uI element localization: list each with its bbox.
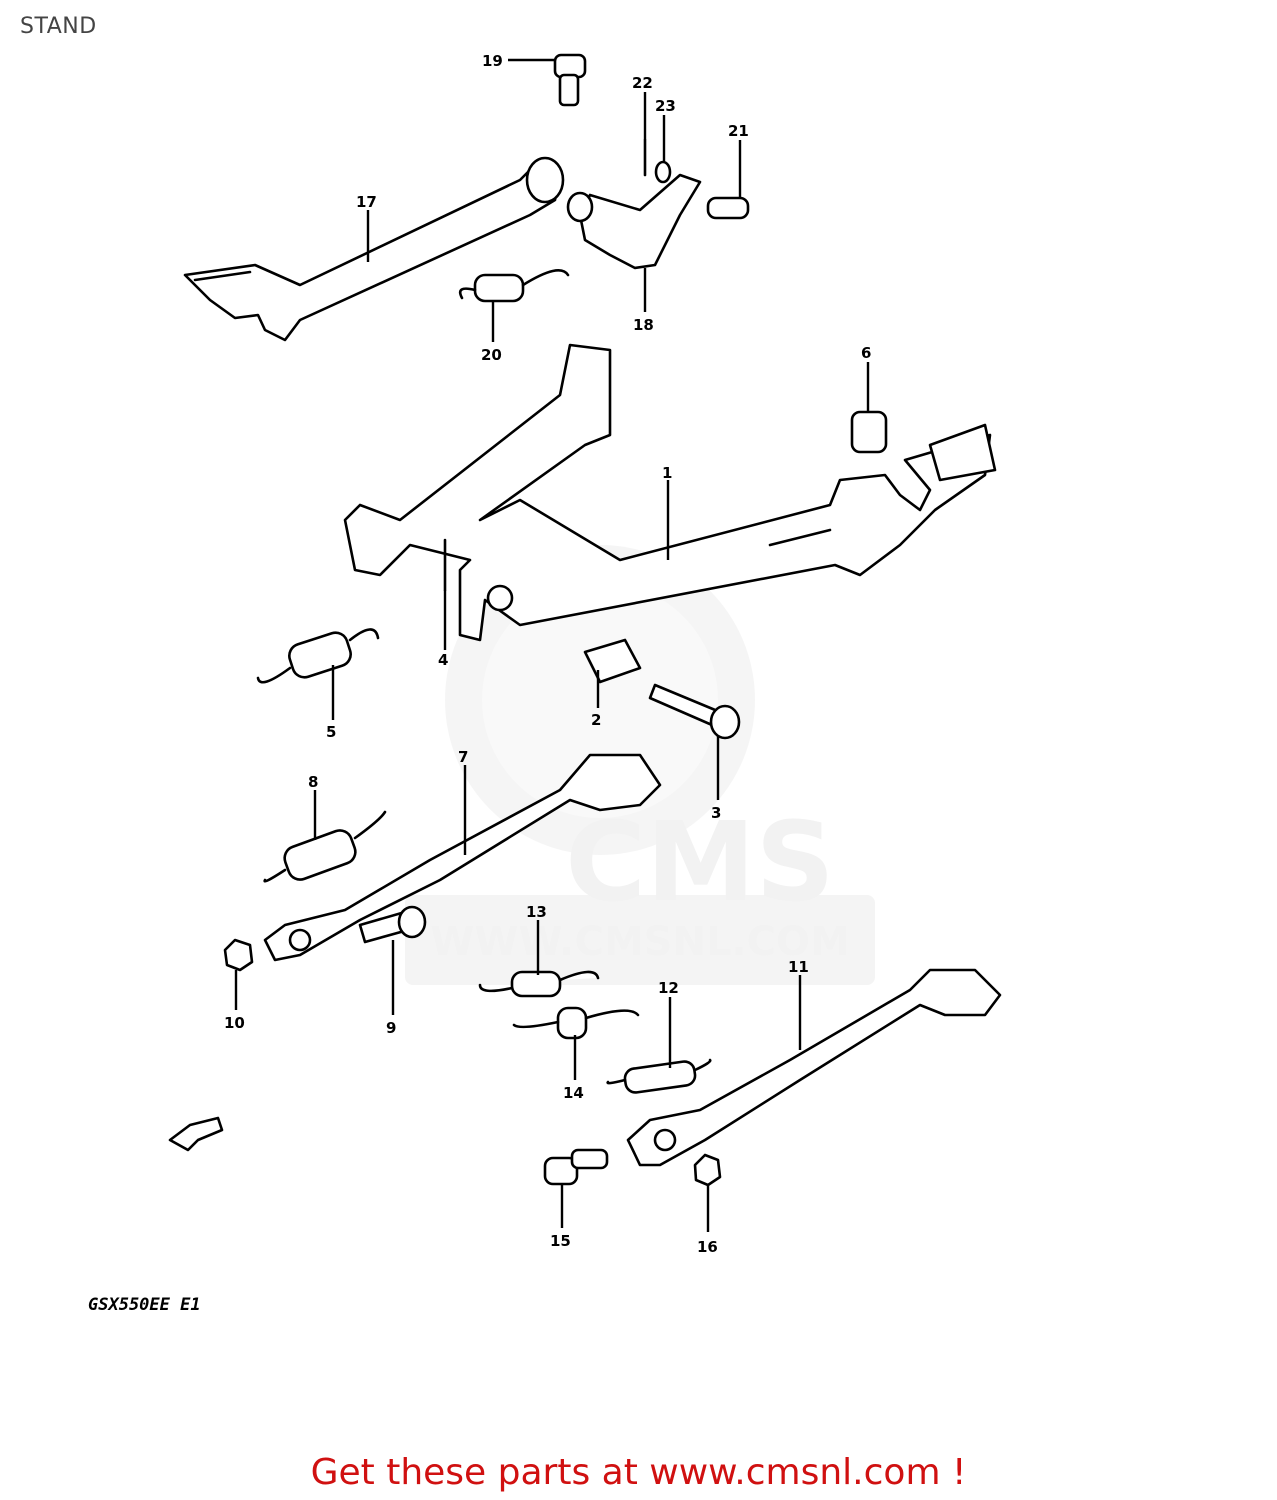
callout-22: 22 bbox=[632, 74, 653, 92]
callout-12: 12 bbox=[658, 979, 679, 997]
part-15-bolt[interactable] bbox=[543, 1148, 609, 1186]
part-20-spring[interactable] bbox=[458, 269, 570, 303]
callout-4: 4 bbox=[438, 651, 448, 669]
watermark-url: WWW.CMSNL.COM bbox=[430, 919, 850, 965]
part-19-bolt[interactable] bbox=[553, 53, 587, 107]
callout-16: 16 bbox=[697, 1238, 718, 1256]
part-5-spring[interactable] bbox=[256, 628, 380, 684]
part-14-spring[interactable] bbox=[512, 1006, 640, 1040]
watermark-brand: CMS bbox=[565, 798, 834, 926]
callout-23: 23 bbox=[655, 97, 676, 115]
part-13-spring[interactable] bbox=[478, 970, 600, 998]
callout-1: 1 bbox=[662, 464, 672, 482]
callout-11: 11 bbox=[788, 958, 809, 976]
part-21-pin[interactable] bbox=[706, 196, 750, 220]
part-1-center-stand[interactable] bbox=[343, 343, 997, 642]
page-title: STAND bbox=[20, 14, 97, 39]
get-parts-link[interactable]: Get these parts at www.cmsnl.com ! bbox=[310, 1452, 967, 1493]
callout-3: 3 bbox=[711, 804, 721, 822]
part-11-side-stand[interactable] bbox=[626, 968, 1002, 1167]
callout-2: 2 bbox=[591, 711, 601, 729]
part-12-spring[interactable] bbox=[606, 1058, 712, 1094]
callout-7: 7 bbox=[458, 748, 468, 766]
part-3-bolt[interactable] bbox=[648, 683, 741, 740]
part-7-side-stand[interactable] bbox=[263, 753, 662, 962]
callout-6: 6 bbox=[861, 344, 871, 362]
model-code-label: GSX550EE E1 bbox=[88, 1295, 201, 1315]
callout-17: 17 bbox=[356, 193, 377, 211]
callout-labels: 1 2 3 4 5 6 7 8 9 10 11 12 13 14 15 16 1… bbox=[224, 52, 871, 1256]
callout-13: 13 bbox=[526, 903, 547, 921]
part-23-washer[interactable] bbox=[654, 160, 672, 184]
part-6-rubber-stopper[interactable] bbox=[850, 410, 888, 454]
part-17-brake-pedal[interactable] bbox=[183, 156, 565, 342]
callout-18: 18 bbox=[633, 316, 654, 334]
callout-10: 10 bbox=[224, 1014, 245, 1032]
part-10-nut[interactable] bbox=[223, 938, 254, 972]
part-8-spring[interactable] bbox=[263, 810, 387, 883]
cms-watermark: CMS WWW.CMSNL.COM bbox=[405, 545, 875, 985]
callout-8: 8 bbox=[308, 773, 318, 791]
callout-9: 9 bbox=[386, 1019, 396, 1037]
callout-14: 14 bbox=[563, 1084, 584, 1102]
part-9-bolt[interactable] bbox=[358, 905, 427, 944]
callout-5: 5 bbox=[326, 723, 336, 741]
callout-19: 19 bbox=[482, 52, 503, 70]
parts-diagram: CMS WWW.CMSNL.COM bbox=[168, 52, 1002, 1256]
part-16-nut[interactable] bbox=[693, 1153, 722, 1187]
callout-20: 20 bbox=[481, 346, 502, 364]
callout-15: 15 bbox=[550, 1232, 571, 1250]
callout-21: 21 bbox=[728, 122, 749, 140]
leader-lines bbox=[234, 58, 870, 1232]
front-arrow-icon bbox=[168, 1116, 224, 1152]
part-18-brake-arm[interactable] bbox=[566, 173, 702, 270]
